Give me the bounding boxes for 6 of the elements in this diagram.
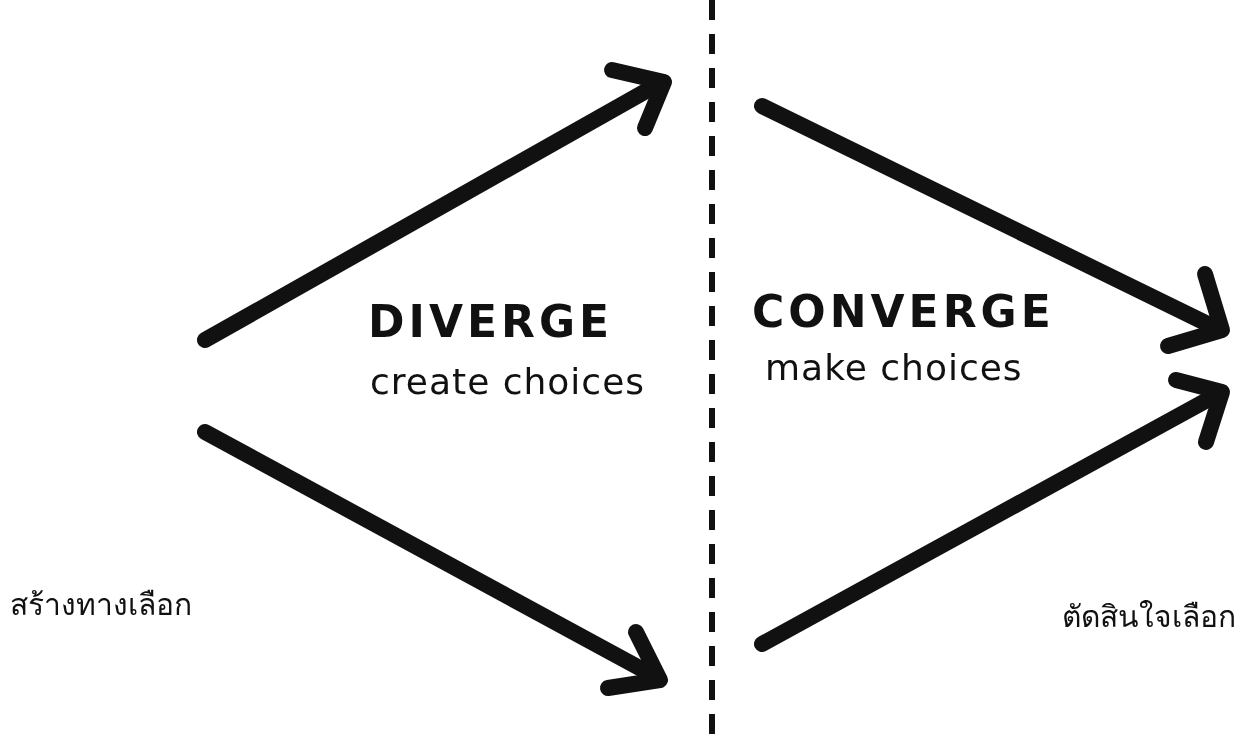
heading-text: DIVERGE xyxy=(368,298,614,347)
heading-text: CONVERGE xyxy=(752,288,1055,337)
subheading-text: make choices xyxy=(765,348,1023,388)
side-label: สร้างทางเลือก xyxy=(10,588,192,621)
subheading-text: create choices xyxy=(370,362,646,402)
side-label: ตัดสินใจเลือก xyxy=(1062,600,1234,633)
